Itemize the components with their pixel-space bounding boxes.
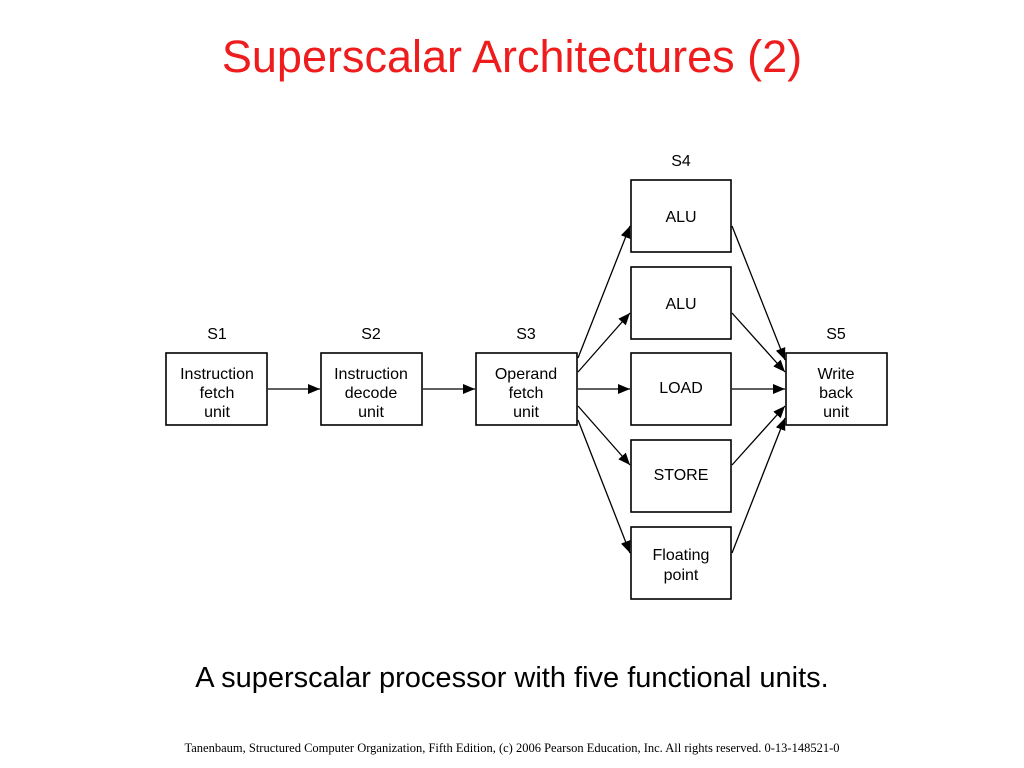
- stage-label-s1: S1: [207, 326, 227, 343]
- box-line: Instruction: [334, 366, 408, 383]
- box-line: ALU: [665, 209, 696, 226]
- stage-label-s3: S3: [516, 326, 536, 343]
- box-line: Floating: [653, 547, 710, 564]
- box-line: Write: [817, 366, 854, 383]
- arrow-alu-1-s5: [731, 225, 786, 361]
- instruction-fetch-unit-box: Instruction fetch unit: [165, 352, 268, 426]
- arrow-store-s5: [731, 405, 786, 466]
- stage-label-s2: S2: [361, 326, 381, 343]
- box-line: unit: [204, 404, 230, 421]
- box-line: Instruction: [180, 366, 254, 383]
- store-unit-box: STORE: [630, 439, 732, 513]
- box-line: fetch: [509, 385, 544, 402]
- box-line: decode: [345, 385, 398, 402]
- write-back-unit-box: Write back unit: [785, 352, 888, 426]
- box-line: ALU: [665, 296, 696, 313]
- box-line: point: [664, 567, 699, 584]
- arrow-s3-alu-2: [577, 312, 631, 373]
- arrow-alu-2-s5: [731, 312, 786, 373]
- box-line: unit: [358, 404, 384, 421]
- box-line: back: [819, 385, 854, 402]
- box-line: unit: [513, 404, 539, 421]
- stage-label-s5: S5: [826, 326, 846, 343]
- floating-point-unit-box: Floating point: [630, 526, 732, 600]
- box-line: Operand: [495, 366, 557, 383]
- instruction-decode-unit-box: Instruction decode unit: [320, 352, 423, 426]
- box-line: STORE: [654, 467, 709, 484]
- arrow-floating-point-s5: [731, 417, 786, 554]
- arrow-s3-alu-1: [577, 225, 631, 359]
- arrow-s3-store: [577, 405, 631, 466]
- slide-caption: A superscalar processor with five functi…: [195, 662, 829, 694]
- alu-unit-2-box: ALU: [630, 266, 732, 340]
- box-line: unit: [823, 404, 849, 421]
- stage-label-s4: S4: [671, 153, 691, 170]
- box-line: LOAD: [659, 380, 703, 397]
- operand-fetch-unit-box: Operand fetch unit: [475, 352, 578, 426]
- box-line: fetch: [200, 385, 235, 402]
- slide-title: Superscalar Architectures (2): [221, 31, 803, 82]
- alu-unit-1-box: ALU: [630, 179, 732, 253]
- arrow-s3-floating-point: [577, 419, 631, 554]
- load-unit-box: LOAD: [630, 352, 732, 426]
- copyright-footer: Tanenbaum, Structured Computer Organizat…: [184, 741, 840, 755]
